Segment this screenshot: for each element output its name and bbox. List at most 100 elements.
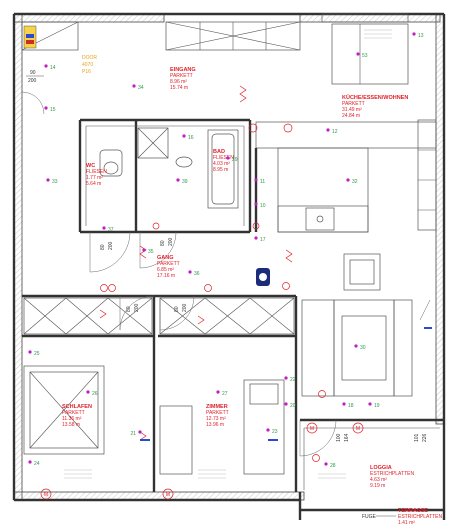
wardrobes [23, 297, 295, 335]
meters: M M M M [40, 422, 364, 500]
room-loggia-perimeter: 9.19 m [370, 483, 385, 489]
room-eingang-floor: PARKETT [170, 73, 193, 79]
room-terrasse-name: TERRASSE [398, 508, 428, 514]
marker-21: 21 [130, 430, 142, 437]
marker-29: 29 [226, 156, 238, 163]
svg-text:21: 21 [130, 431, 136, 437]
marker-22: 22 [284, 376, 296, 383]
marker-28: 28 [324, 462, 336, 469]
marker-33: 33 [46, 178, 58, 185]
interior-walls [22, 118, 446, 520]
svg-text:12: 12 [332, 129, 338, 135]
room-schlafen-name: SCHLAFEN [62, 404, 92, 410]
room-loggia-floor: ESTRICHPLATTEN [370, 471, 414, 477]
room-schlafen-floor: PARKETT [62, 410, 85, 416]
outer-walls [12, 12, 446, 502]
marker-16: 16 [182, 134, 194, 141]
svg-text:23: 23 [272, 429, 278, 435]
fuge-label: FUGE [362, 514, 377, 520]
room-eingang-name: EINGANG [170, 67, 196, 73]
dim-wc-door-height: 200 [108, 241, 114, 250]
marker-18: 18 [342, 402, 354, 409]
electrical-symbols [99, 85, 432, 462]
room-kueche-name: KÜCHE/ESSEN/WOHNEN [342, 94, 408, 101]
marker-53: 53 [356, 52, 368, 59]
room-terrasse-area: 1.41 m² [398, 520, 415, 526]
marker-37: 37 [102, 226, 114, 233]
room-labels: EINGANG PARKETT 8.96 m² 15.74 m KÜCHE/ES… [62, 67, 442, 526]
dim-zimmer-door-width: 80 [174, 306, 180, 312]
dim-loggia-door-1-width: 100 [336, 433, 342, 442]
marker-23: 23 [266, 428, 278, 435]
door-tag-line-3: P16 [82, 69, 91, 75]
top-cabinets [165, 13, 409, 51]
svg-text:11: 11 [260, 179, 265, 185]
door-swings [21, 91, 431, 457]
marker-39: 39 [176, 178, 188, 185]
svg-text:15: 15 [50, 107, 56, 113]
living-furniture [277, 23, 437, 397]
svg-text:29: 29 [232, 157, 238, 163]
marker-26: 26 [86, 390, 98, 397]
svg-text:22: 22 [290, 377, 296, 383]
room-wc-floor: FLIESEN [86, 169, 107, 175]
dim-bad-door-width: 80 [160, 240, 166, 246]
meter-label-3: M [310, 426, 314, 432]
meter-4 [352, 422, 364, 434]
dim-entry-door-width: 90 [30, 70, 36, 76]
bedroom-furniture [23, 365, 285, 475]
svg-text:26: 26 [92, 391, 98, 397]
room-wc-area: 1.77 m² [86, 175, 103, 181]
meter-label-4: M [356, 426, 360, 432]
dim-loggia-door-1-height: 164 [344, 433, 350, 442]
room-kueche-floor: PARKETT [342, 101, 365, 107]
room-schlafen-perimeter: 13.58 m [62, 422, 80, 428]
room-zimmer-area: 12.73 m² [206, 416, 226, 422]
meter-label-2: M [166, 492, 170, 498]
room-loggia-name: LOGGIA [370, 465, 392, 471]
marker-34: 34 [132, 84, 144, 91]
svg-text:24: 24 [34, 461, 40, 467]
marker-11: 11 [254, 178, 265, 185]
room-wc-perimeter: 5.64 m [86, 181, 101, 187]
door-tag: DOOR 4070 P16 [82, 55, 97, 75]
marker-15: 15 [44, 106, 56, 113]
room-schlafen-area: 11.36 m² [62, 416, 82, 422]
room-kueche-perimeter: 24.84 m [342, 113, 360, 119]
dim-entry-door-height: 200 [28, 78, 37, 84]
room-terrasse-floor: ESTRICHPLATTEN [398, 514, 442, 520]
svg-text:33: 33 [52, 179, 58, 185]
svg-text:27: 27 [222, 391, 228, 397]
svg-text:25: 25 [34, 351, 40, 357]
svg-text:13: 13 [418, 33, 424, 39]
room-bad-name: BAD [213, 149, 225, 155]
room-eingang-area: 8.96 m² [170, 79, 187, 85]
marker-19: 19 [368, 402, 380, 409]
svg-text:14: 14 [50, 65, 56, 71]
svg-text:30: 30 [360, 345, 366, 351]
svg-text:36: 36 [194, 271, 200, 277]
room-wc-name: WC [86, 163, 95, 169]
marker-12: 12 [326, 128, 338, 135]
dim-bad-door-height: 200 [168, 237, 174, 246]
svg-text:35: 35 [148, 249, 154, 255]
room-gang-floor: PARKETT [157, 261, 180, 267]
room-gang-perimeter: 17.16 m [157, 273, 175, 279]
dim-schlafen-door-width: 80 [126, 306, 132, 312]
marker-36: 36 [188, 270, 200, 277]
meter-1 [40, 488, 52, 500]
room-zimmer-name: ZIMMER [206, 404, 228, 410]
marker-30: 30 [354, 344, 366, 351]
entry-wardrobe [21, 21, 79, 51]
room-bad-perimeter: 8.95 m [213, 167, 228, 173]
door-tag-line-1: DOOR [82, 55, 97, 61]
fine-print-blocks [64, 29, 392, 479]
room-eingang-perimeter: 15.74 m [170, 85, 188, 91]
room-bad-area: 4.03 m² [213, 161, 230, 167]
bathroom-fixtures [99, 127, 239, 209]
dimensions: 90 200 80 200 80 200 80 200 80 200 100 1… [26, 70, 428, 442]
room-zimmer-perimeter: 13.96 m [206, 422, 224, 428]
svg-text:32: 32 [352, 179, 358, 185]
marker-32: 32 [346, 178, 358, 185]
svg-text:17: 17 [260, 237, 266, 243]
